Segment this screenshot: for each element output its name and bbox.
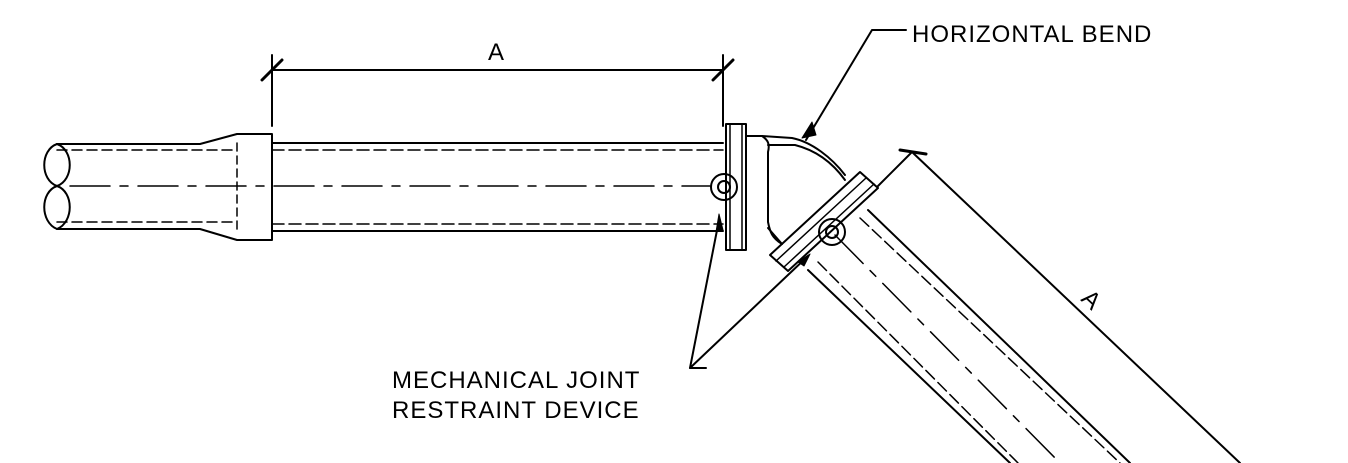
restraint-label-line2: RESTRAINT DEVICE [392, 397, 640, 424]
horizontal-bend-label: HORIZONTAL BEND [912, 21, 1152, 48]
dimension-angled [877, 148, 1241, 463]
restraint-label-line1: MECHANICAL JOINT [392, 367, 640, 394]
joint-flange-right [769, 171, 879, 272]
leaders [689, 29, 907, 369]
joint-flange-left [710, 123, 747, 251]
angled-pipe [807, 209, 1131, 463]
dimension-horizontal [260, 54, 735, 127]
dimension-label-horizontal: A [488, 39, 505, 66]
left-pipe [43, 133, 724, 241]
horizontal-bend [745, 135, 846, 245]
